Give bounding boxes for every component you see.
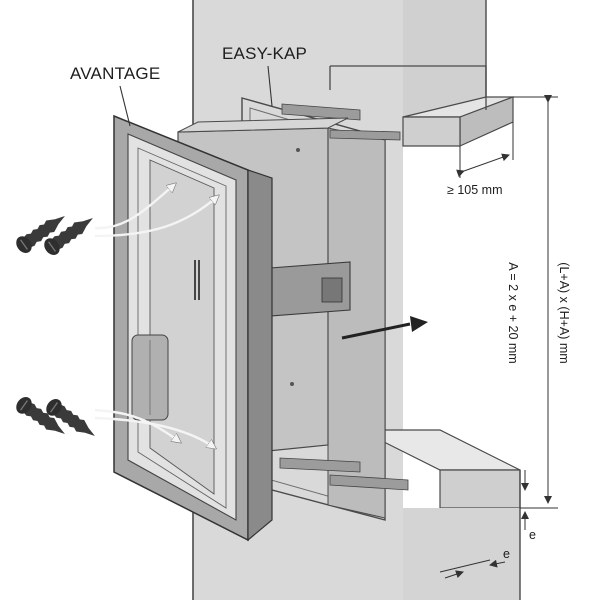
opening-size-label: (L+A) x (H+A) mm	[557, 262, 571, 364]
easy-kap-label: EASY-KAP	[222, 44, 308, 63]
arrow-icon	[341, 316, 428, 340]
e-vertical-label: e	[529, 528, 536, 542]
leader-lines	[119, 65, 273, 127]
insertion-arrows	[94, 184, 218, 448]
avantage-frame	[113, 114, 273, 542]
avantage-label: AVANTAGE	[70, 64, 161, 83]
formula-label: A = 2 x e + 20 mm	[506, 262, 520, 364]
dimension-lines	[439, 95, 558, 579]
min-depth-label: ≥ 105 mm	[447, 183, 503, 197]
screw-icon	[12, 207, 101, 445]
e-horizontal-label: e	[503, 547, 510, 561]
